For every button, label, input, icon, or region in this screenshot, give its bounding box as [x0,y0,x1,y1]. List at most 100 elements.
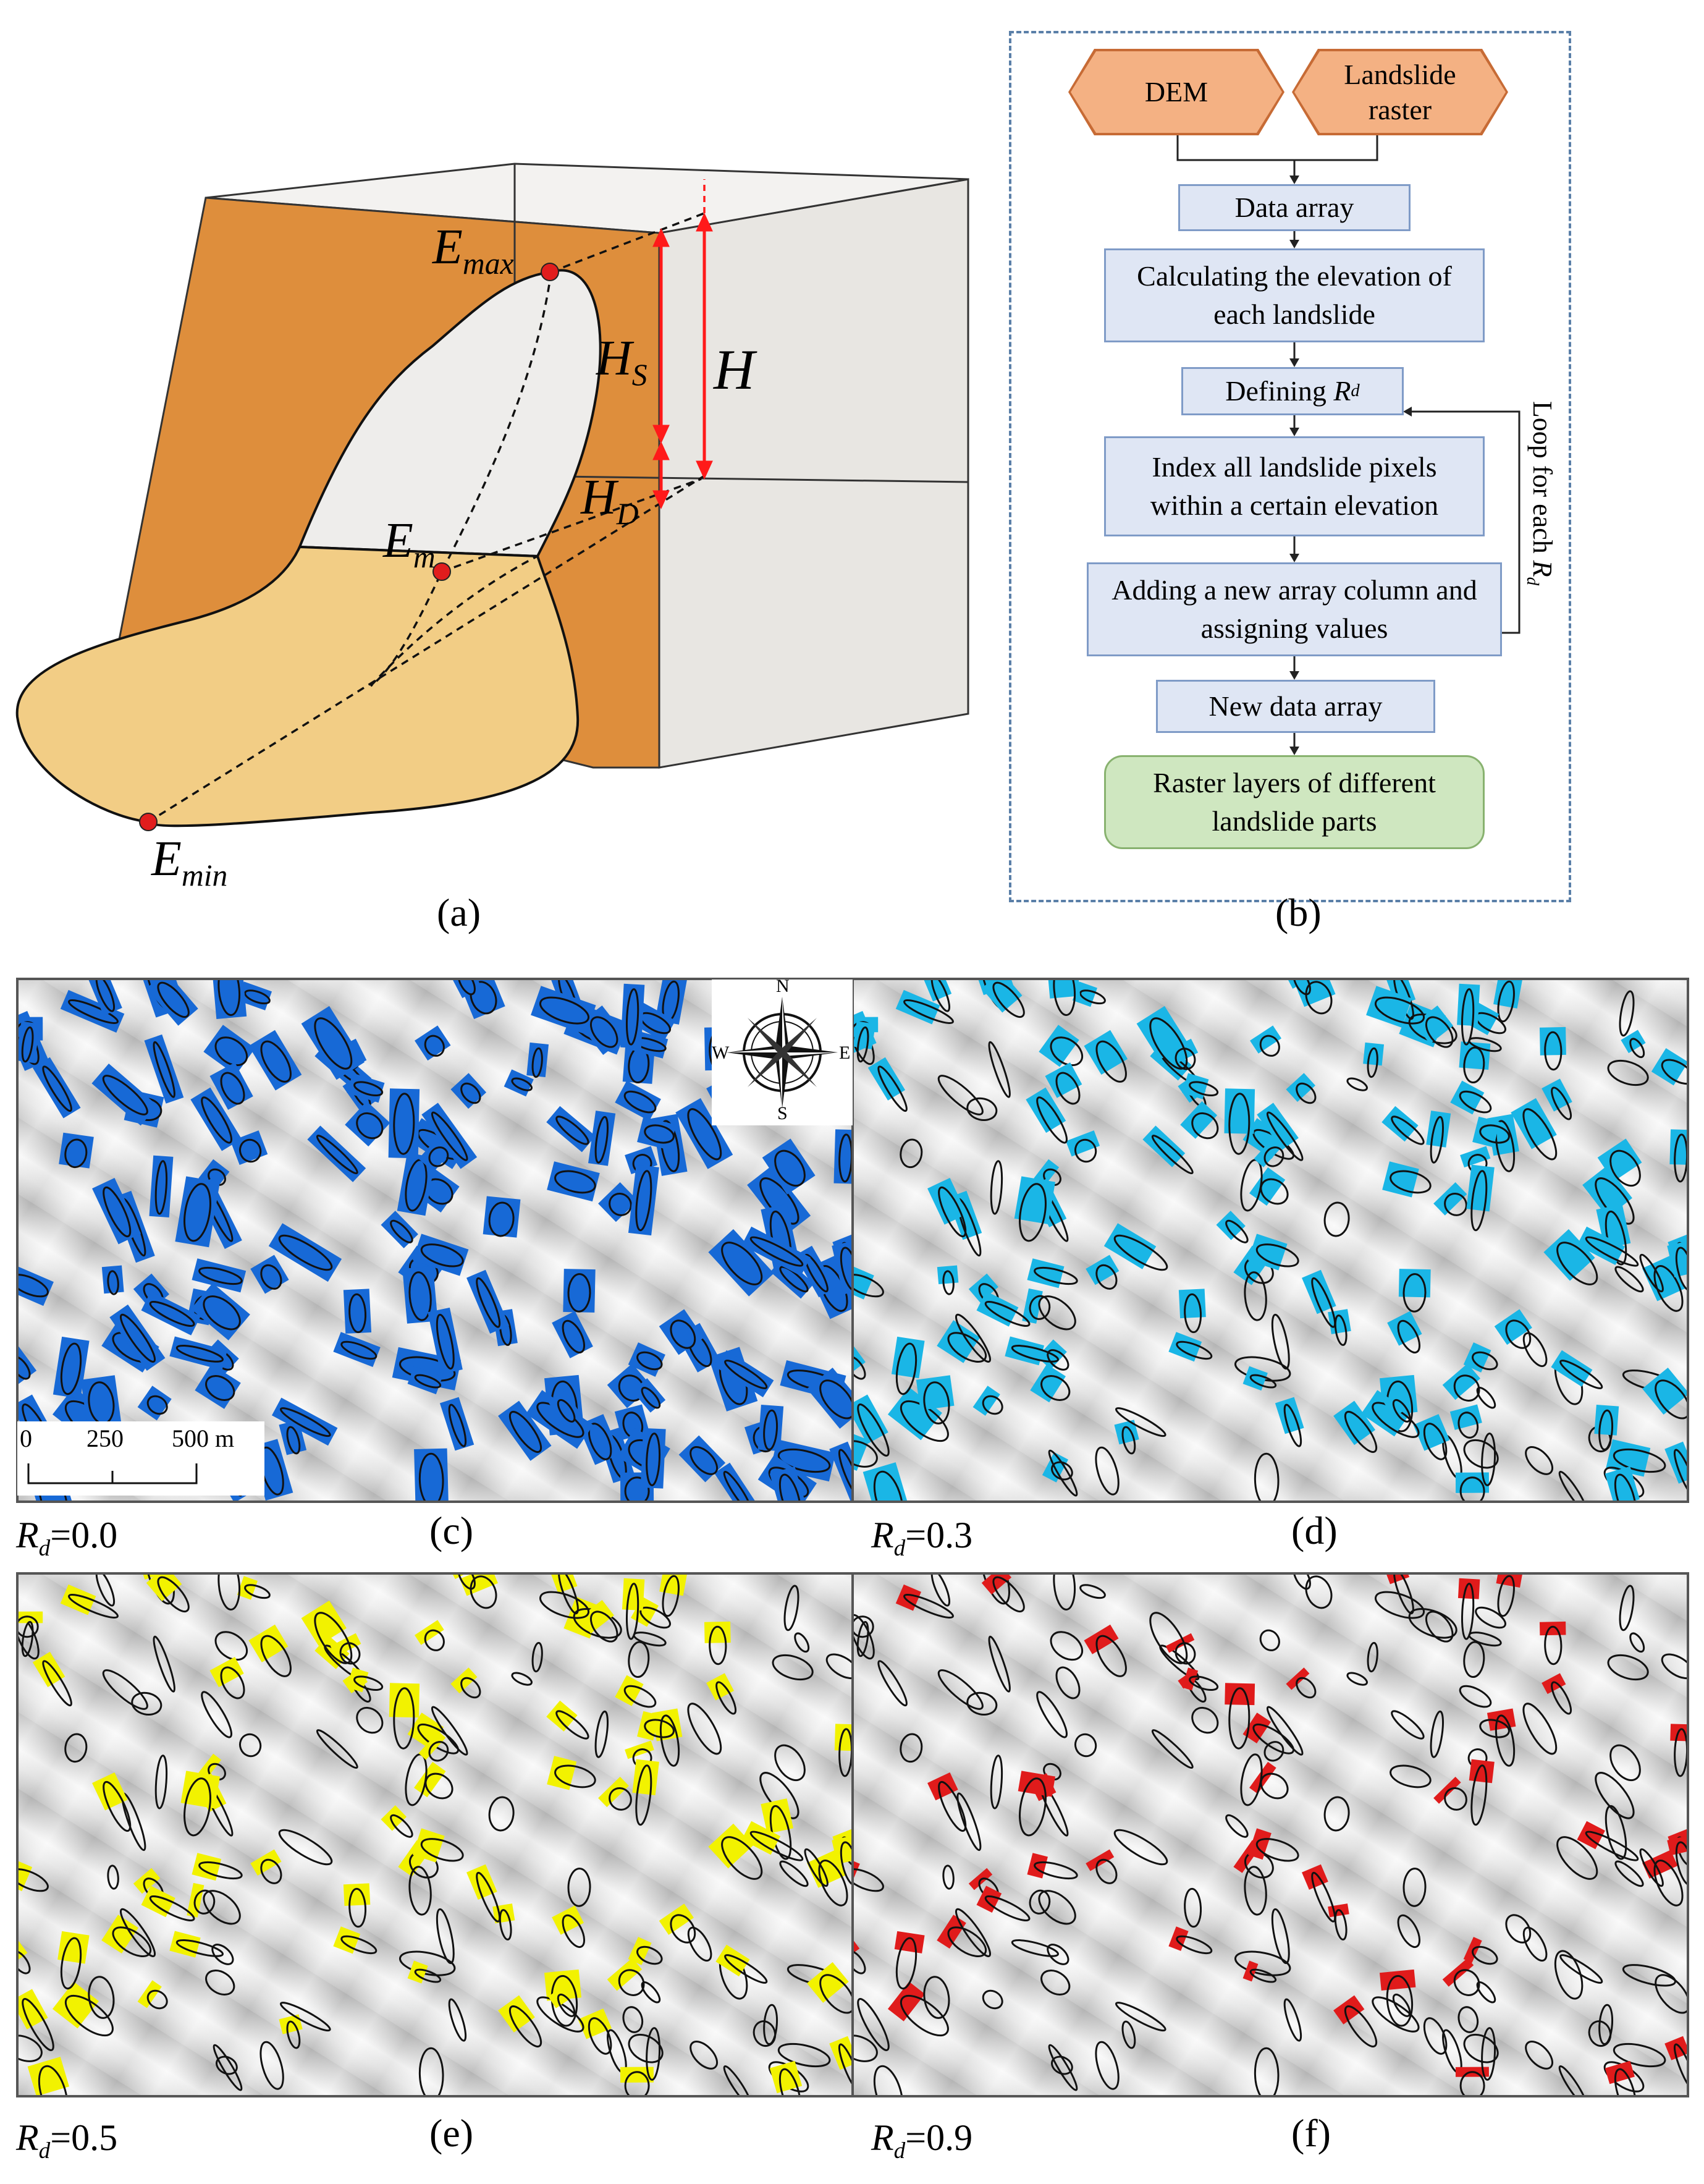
landslide-polygon [1011,1939,1059,1957]
landslide-polygon [239,1733,262,1758]
landslide-polygon [1149,1612,1188,1664]
landslide-schematic: Emax Em Emin HS HD H [0,0,989,902]
landslide-polygon [19,1858,49,1892]
landslide-polygon [706,1673,737,1715]
landslide-polygon [439,1397,475,1451]
landslide-polygon [1151,1729,1194,1769]
landslide-polygon [107,1864,119,1890]
landslide-polygon [1594,1404,1619,1451]
landslide-polygon [1366,986,1425,1028]
landslide-polygon [1551,1350,1603,1389]
landslide-polygon [175,1176,221,1248]
landslide-polygon [1408,1607,1457,1639]
landslide-polygon [1121,2020,1136,2049]
landslide-polygon [741,1226,811,1276]
landslide-polygon [1066,1130,1100,1163]
landslide-polygon [109,1304,166,1371]
landslide-polygon [95,1575,116,1607]
landslide-polygon [211,980,247,1019]
landslide-polygon [57,1931,90,1990]
scale-tick-500: 500 m [172,1424,235,1452]
landslide-polygon [32,1057,81,1119]
landslide-polygon [203,1025,256,1075]
landslide-polygon [1136,1005,1188,1070]
landslide-polygon [1115,2002,1166,2032]
landslide-polygon [1425,1610,1454,1643]
landslide-polygon [415,1025,451,1061]
landslide-polygon [825,1653,851,1680]
landslide-polygon [937,1669,984,1710]
landslide-polygon [1259,1629,1280,1651]
landslide-polygon [450,1073,487,1109]
landslide-overlay-f [854,1575,1687,2095]
schematic-drawing [15,163,969,831]
landslide-polygon [895,1584,954,1619]
landslide-polygon [180,1771,221,1837]
landslide-polygon [92,1177,141,1245]
processing-flowchart: DEM Landslide raster Data array Calculat… [1009,31,1571,902]
landslide-polygon [1463,1937,1498,1965]
landslide-polygon [259,2041,284,2090]
landslide-polygon [1046,980,1081,1016]
h-label: H [714,338,755,401]
schematic-arrows [652,212,713,510]
landslide-polygon [887,1981,949,2037]
landslide-polygon [59,1132,94,1169]
landslide-polygon [343,1289,372,1334]
landslide-polygon [1466,1164,1495,1232]
landslide-polygon [450,1667,481,1699]
rd-label-f: Rd=0.9 [871,2117,973,2164]
landslide-polygon [715,1944,768,1984]
landslide-polygon [1254,1452,1280,1500]
landslide-polygon [137,1386,172,1421]
landslide-polygon [1390,1764,1432,1788]
landslide-polygon [1115,1407,1166,1437]
landslide-polygon [1642,1368,1687,1420]
landslide-polygon [1558,2065,1587,2095]
step-index-pixels: Index all landslide pixels within a cert… [1104,436,1485,536]
landslide-polygon [1263,1741,1284,1762]
landslide-polygon [856,1620,869,1657]
landslide-polygon [937,1915,987,1957]
landslide-polygon [1457,1578,1480,1640]
flowchart-connectors [1176,135,1521,755]
landslide-polygon [237,1576,271,1600]
landslide-polygon [347,1073,385,1103]
landslide-polygon [1619,1585,1635,1632]
landslide-polygon [1346,1672,1368,1686]
landslide-polygon [641,1981,661,2004]
landslide-polygon [1030,1364,1071,1403]
landslide-polygon [1086,1255,1120,1290]
landslide-polygon [769,2060,803,2095]
landslide-polygon [483,1196,521,1238]
landslide-polygon [1240,1753,1263,1806]
rd-label-d: Rd=0.3 [871,1515,973,1561]
output-raster-layers: Raster layers of different landslide par… [1104,755,1485,849]
landslide-polygon [981,980,1025,1018]
landslide-polygon [1040,1970,1071,1996]
landslide-polygon [1168,1332,1213,1362]
landslide-polygon [1346,1077,1368,1091]
landslide-polygon [857,1998,890,2051]
landslide-polygon [622,2006,644,2033]
landslide-polygon [1667,1240,1687,1292]
landslide-polygon [431,1706,468,1756]
landslide-polygon [1271,1908,1290,1965]
landslide-polygon [1168,1926,1213,1955]
landslide-polygon [1606,1439,1666,1477]
landslide-polygon [547,1161,600,1202]
landslide-polygon [1614,1860,1644,1887]
landslide-overlay-e [19,1575,851,2095]
landslide-polygon [195,1364,241,1409]
landslide-polygon [1225,1683,1255,1750]
landslide-polygon [1577,1226,1639,1267]
compass-s: S [777,1103,788,1124]
landslide-polygon [1079,1584,1106,1599]
landslide-polygon [1661,1653,1687,1680]
landslide-polygon [1459,1685,1492,1708]
landslide-polygon [1165,1038,1199,1070]
landslide-polygon [807,1962,851,2014]
landslide-polygon [414,1448,449,1500]
landslide-polygon [1038,1890,1076,1925]
landslide-polygon [248,1030,302,1091]
